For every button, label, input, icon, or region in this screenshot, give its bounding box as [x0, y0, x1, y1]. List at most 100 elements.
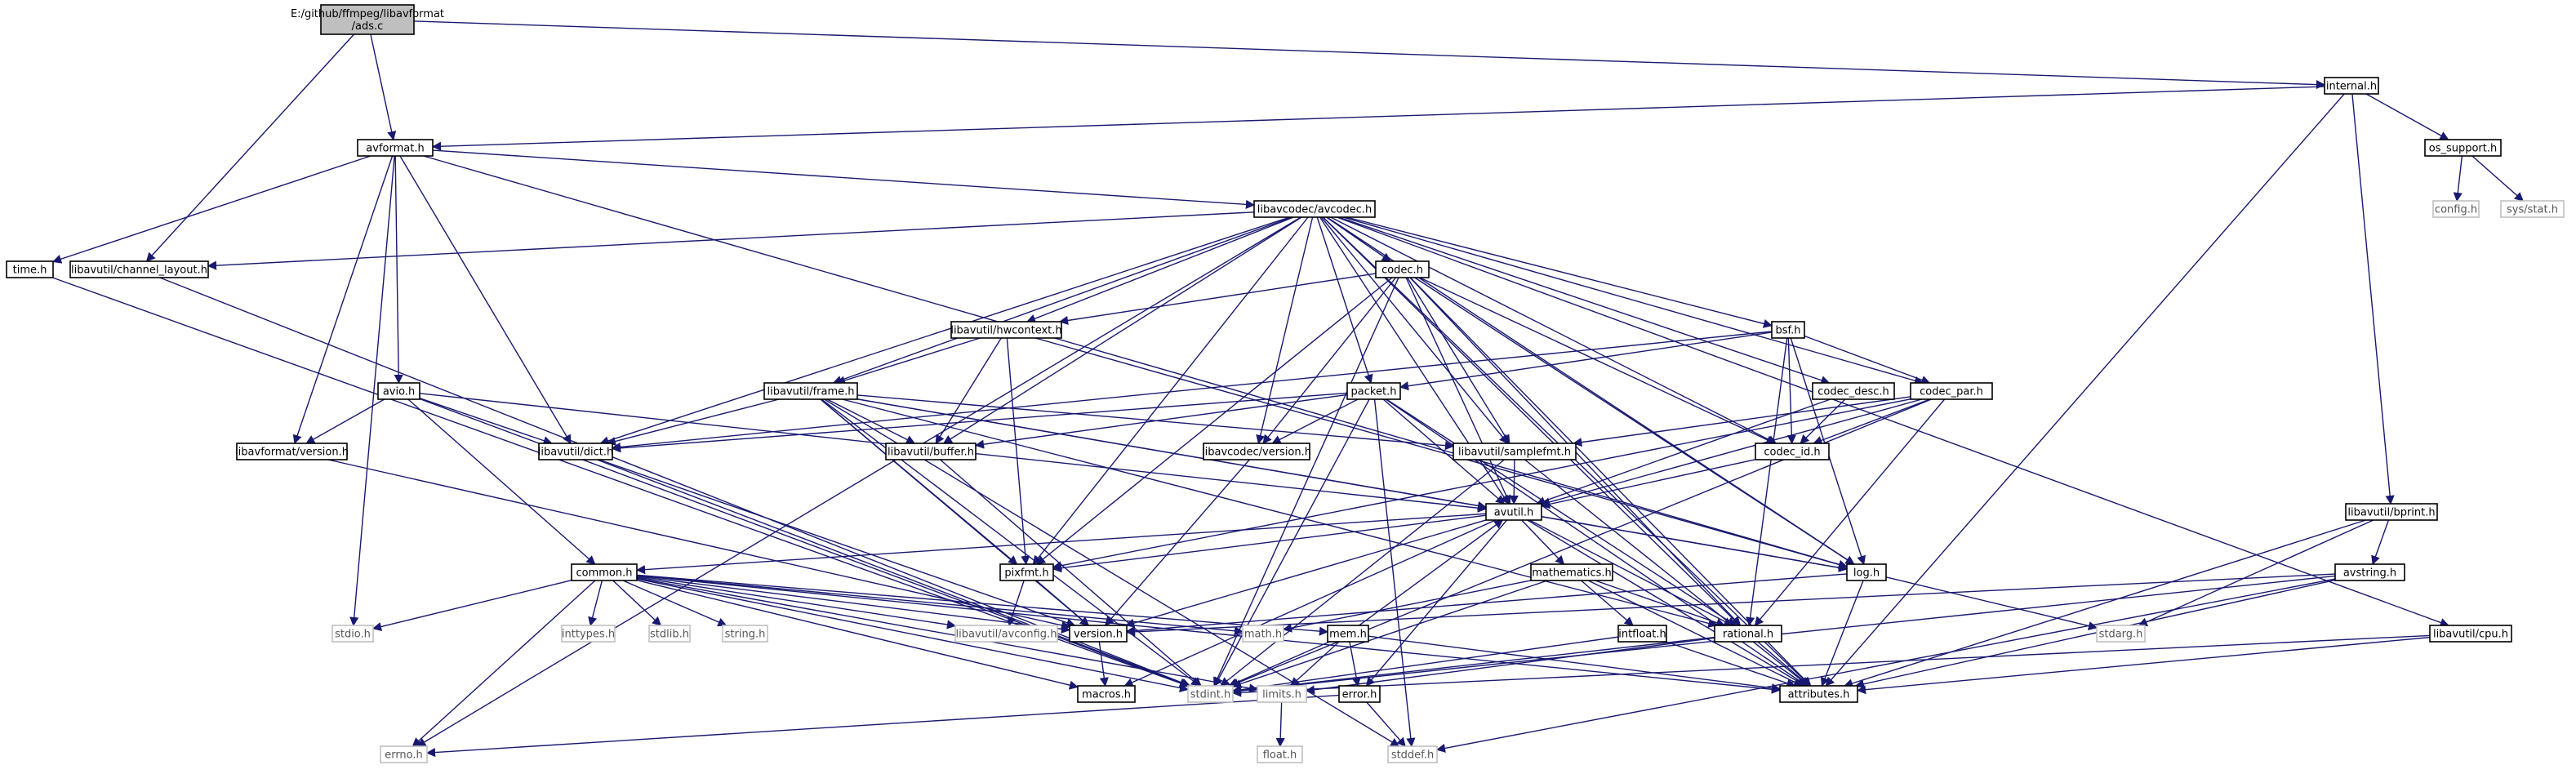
node-label-version: version.h	[1074, 629, 1123, 641]
node-box-codec_id	[1755, 443, 1830, 460]
node-lfversion[interactable]: libavformat/version.h	[235, 443, 349, 460]
node-buffer[interactable]: libavutil/buffer.h	[885, 443, 977, 460]
node-pixfmt[interactable]: pixfmt.h	[999, 563, 1054, 581]
node-string[interactable]: string.h	[722, 625, 768, 643]
node-hwcontext[interactable]: libavutil/hwcontext.h	[950, 321, 1062, 339]
edge-avutil-to-rational	[1528, 519, 1733, 626]
edge-dict-to-stdint	[596, 459, 1190, 687]
node-label-codec_id: codec_id.h	[1764, 447, 1820, 459]
node-bprint[interactable]: libavutil/bprint.h	[2345, 503, 2438, 521]
node-stddef[interactable]: stddef.h	[1387, 745, 1438, 763]
node-math[interactable]: math.h	[1242, 625, 1284, 643]
node-avio[interactable]: avio.h	[377, 382, 420, 400]
edge-lcversion-to-version	[1104, 459, 1250, 626]
node-stdarg[interactable]: stdarg.h	[2096, 625, 2146, 643]
edge-avformat-to-lfversion	[292, 155, 394, 445]
node-label-pixfmt: pixfmt.h	[1004, 567, 1048, 580]
node-os_support[interactable]: os_support.h	[2424, 139, 2502, 157]
node-version[interactable]: version.h	[1069, 625, 1128, 643]
node-label-codec: codec.h	[1381, 265, 1423, 277]
edge-common-to-stdlib	[612, 580, 662, 626]
node-internal[interactable]: internal.h	[2324, 77, 2379, 95]
node-avutil[interactable]: avutil.h	[1485, 503, 1542, 521]
node-config[interactable]: config.h	[2432, 200, 2480, 218]
node-label-packet: packet.h	[1351, 386, 1397, 398]
node-dict[interactable]: libavutil/dict.h	[538, 443, 614, 460]
node-time[interactable]: time.h	[6, 260, 54, 278]
node-packet[interactable]: packet.h	[1346, 382, 1401, 400]
edge-avstring-to-stddef	[1435, 578, 2336, 753]
edge-common-to-limits	[636, 577, 1259, 693]
node-stdio[interactable]: stdio.h	[331, 625, 374, 643]
node-codec_par[interactable]: codec_par.h	[1910, 382, 1993, 400]
node-label-bprint: libavutil/bprint.h	[2347, 507, 2435, 519]
edge-intfloat-to-attributes	[1666, 641, 1796, 688]
node-box-version	[1069, 625, 1128, 643]
node-avconfig[interactable]: libavutil/avconfig.h	[954, 625, 1058, 643]
node-label-stddef: stddef.h	[1391, 750, 1434, 762]
node-avformat[interactable]: avformat.h	[357, 139, 434, 157]
edge-rational-to-attributes	[1757, 641, 1810, 687]
edge-common-to-stdio	[371, 580, 572, 631]
node-codec_desc[interactable]: codec_desc.h	[1812, 382, 1895, 400]
edge-root-to-avformat	[370, 33, 397, 141]
node-chlayout[interactable]: libavutil/channel_layout.h	[69, 260, 209, 278]
node-label-sysstat: sys/stat.h	[2507, 204, 2558, 216]
node-rational[interactable]: rational.h	[1714, 625, 1782, 643]
edge-frame-to-dict	[606, 398, 780, 446]
node-label-bsf: bsf.h	[1775, 325, 1800, 337]
node-root[interactable]: E:/github/ffmpeg/libavformat/ads.c	[291, 4, 444, 35]
node-errno[interactable]: errno.h	[380, 745, 428, 763]
edge-root-to-chlayout	[145, 33, 355, 262]
node-box-avio	[377, 382, 420, 400]
node-float[interactable]: float.h	[1257, 745, 1303, 763]
node-macros[interactable]: macros.h	[1077, 685, 1136, 703]
edge-dict-to-version	[598, 459, 1076, 627]
edge-avcodec-to-codec_desc	[1338, 216, 1831, 385]
node-label-root: E:/github/ffmpeg/libavformat	[291, 8, 444, 20]
node-limits[interactable]: limits.h	[1257, 685, 1307, 703]
node-label-rational: rational.h	[1723, 629, 1773, 641]
edge-intfloat-to-stdint	[1231, 636, 1619, 695]
node-frame[interactable]: libavutil/frame.h	[763, 382, 858, 400]
node-box-limits	[1257, 685, 1307, 703]
node-mem[interactable]: mem.h	[1327, 625, 1369, 643]
node-error[interactable]: error.h	[1338, 685, 1381, 703]
node-log[interactable]: log.h	[1846, 563, 1887, 581]
node-avcodec[interactable]: libavcodec/avcodec.h	[1253, 200, 1376, 218]
node-lcversion[interactable]: libavcodec/version.h	[1202, 443, 1311, 460]
edge-cpu-to-attributes	[1856, 636, 2431, 695]
edge-avformat-to-dict	[399, 155, 572, 444]
node-stdint[interactable]: stdint.h	[1187, 685, 1234, 703]
node-mathematics[interactable]: mathematics.h	[1530, 563, 1613, 581]
node-codec[interactable]: codec.h	[1375, 260, 1430, 278]
node-label-stdio: stdio.h	[335, 629, 371, 641]
edge-time-to-stdint	[52, 277, 1190, 687]
edge-avutil-to-attributes	[1527, 519, 1806, 687]
node-inttypes[interactable]: inttypes.h	[561, 625, 616, 643]
node-label-lcversion: libavcodec/version.h	[1202, 447, 1311, 459]
node-common[interactable]: common.h	[571, 563, 638, 581]
edge-rational-to-limits	[1305, 637, 1715, 695]
node-codec_id[interactable]: codec_id.h	[1755, 443, 1830, 460]
edge-os_support-to-sysstat	[2471, 155, 2525, 202]
edge-limits-to-float	[1275, 701, 1285, 748]
node-intfloat[interactable]: intfloat.h	[1617, 625, 1667, 643]
node-samplefmt[interactable]: libavutil/samplefmt.h	[1453, 443, 1577, 460]
node-box-intfloat	[1617, 625, 1667, 643]
edge-avio-to-common	[407, 398, 596, 565]
node-bsf[interactable]: bsf.h	[1771, 321, 1805, 339]
node-label-hwcontext: libavutil/hwcontext.h	[950, 325, 1061, 337]
node-stdlib[interactable]: stdlib.h	[648, 625, 691, 643]
node-cpu[interactable]: libavutil/cpu.h	[2429, 625, 2512, 643]
edge-hwcontext-to-pixfmt	[1006, 337, 1030, 566]
node-label-avio: avio.h	[383, 386, 415, 398]
node-box-avcodec	[1253, 200, 1376, 218]
edge-avio-to-lfversion	[305, 398, 385, 444]
edge-common-to-avconfig	[636, 576, 957, 629]
node-avstring[interactable]: avstring.h	[2334, 563, 2405, 581]
node-sysstat[interactable]: sys/stat.h	[2500, 200, 2565, 218]
node-attributes[interactable]: attributes.h	[1779, 685, 1858, 703]
node-label-chlayout: libavutil/channel_layout.h	[71, 265, 207, 277]
